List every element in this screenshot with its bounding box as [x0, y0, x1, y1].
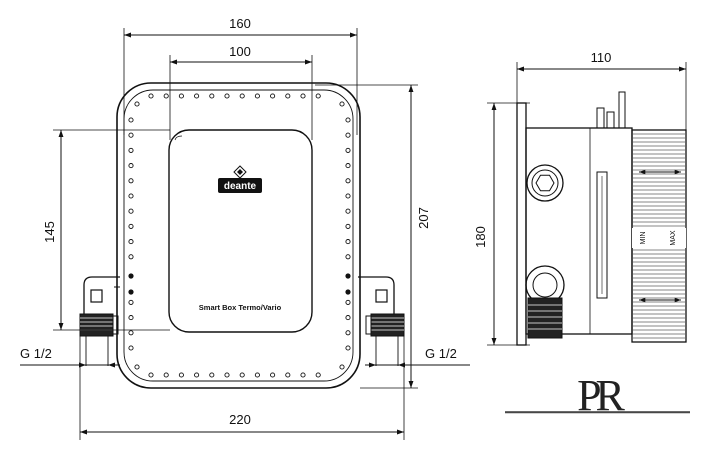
outer-frame-inner-edge [123, 89, 354, 382]
frame-dot [134, 101, 140, 107]
cover-plate [168, 129, 313, 333]
right-pipe-connector [365, 313, 405, 366]
frame-dot [345, 239, 351, 245]
frame-dot [128, 193, 134, 199]
frame-dot [345, 193, 351, 199]
frame-dot [128, 223, 134, 229]
right-mounting-bracket [358, 276, 395, 314]
mark-min: MIN [640, 232, 647, 245]
side-back-plate [516, 102, 527, 346]
frame-dot [148, 93, 154, 99]
frame-dot [194, 372, 200, 378]
front-view [20, 28, 470, 440]
brand-logo-text: deante [224, 181, 257, 192]
frame-dot [285, 372, 291, 378]
frame-dot [224, 93, 230, 99]
frame-dot [270, 372, 276, 378]
frame-dot [178, 93, 184, 99]
front-dimension-lines [53, 28, 418, 440]
outer-frame [116, 82, 361, 389]
frame-dot [128, 254, 134, 260]
frame-dot [270, 93, 276, 99]
frame-dot [254, 372, 260, 378]
frame-dot [209, 372, 215, 378]
frame-dot [209, 93, 215, 99]
left-mounting-bracket [83, 276, 120, 314]
frame-dot [163, 93, 169, 99]
frame-dot [345, 163, 351, 169]
pr-logo-letters: PR [577, 371, 625, 420]
frame-dot [345, 345, 351, 351]
dim-outer-height: 207 [416, 207, 431, 229]
frame-dot [128, 117, 134, 123]
dim-total-width: 220 [229, 412, 251, 427]
frame-dot [345, 147, 351, 153]
frame-dot [345, 223, 351, 229]
dim-inner-height: 145 [42, 221, 57, 243]
frame-dot [339, 101, 345, 107]
dim-outer-width: 160 [229, 16, 251, 31]
frame-dot [239, 372, 245, 378]
frame-dot [128, 330, 134, 336]
frame-dot [128, 147, 134, 153]
frame-dot [194, 93, 200, 99]
frame-dot [128, 345, 134, 351]
frame-dot [178, 372, 184, 378]
frame-dots [128, 93, 351, 378]
frame-dot [148, 372, 154, 378]
frame-dot [315, 93, 321, 99]
brand-logo [218, 165, 262, 193]
frame-dot [254, 93, 260, 99]
frame-dot [128, 299, 134, 305]
frame-dot [285, 93, 291, 99]
frame-dot [345, 254, 351, 260]
frame-dot [345, 315, 351, 321]
side-view [487, 62, 687, 346]
frame-dot [339, 364, 345, 370]
dim-connection-left: G 1/2 [20, 346, 52, 361]
frame-dot [163, 372, 169, 378]
dim-inner-width: 100 [229, 44, 251, 59]
mark-max: MAX [670, 230, 677, 246]
frame-dot [134, 364, 140, 370]
frame-dot [128, 163, 134, 169]
left-pipe-connector [79, 313, 119, 366]
frame-dot [128, 208, 134, 214]
frame-dot [224, 372, 230, 378]
product-label: Smart Box Termo/Vario [199, 303, 282, 312]
frame-dot [300, 93, 306, 99]
frame-dot [345, 117, 351, 123]
frame-dot [345, 330, 351, 336]
frame-dot [345, 299, 351, 305]
frame-dot [345, 178, 351, 184]
frame-dot [128, 315, 134, 321]
frame-dot [345, 132, 351, 138]
dim-connection-right: G 1/2 [425, 346, 457, 361]
pr-logo [505, 411, 690, 414]
dim-height: 180 [473, 226, 488, 248]
frame-dot [128, 178, 134, 184]
frame-dot [300, 372, 306, 378]
frame-dot [128, 132, 134, 138]
frame-dot [128, 239, 134, 245]
frame-dot [315, 372, 321, 378]
dim-depth: 110 [591, 50, 612, 65]
frame-dot [345, 208, 351, 214]
frame-dot [239, 93, 245, 99]
